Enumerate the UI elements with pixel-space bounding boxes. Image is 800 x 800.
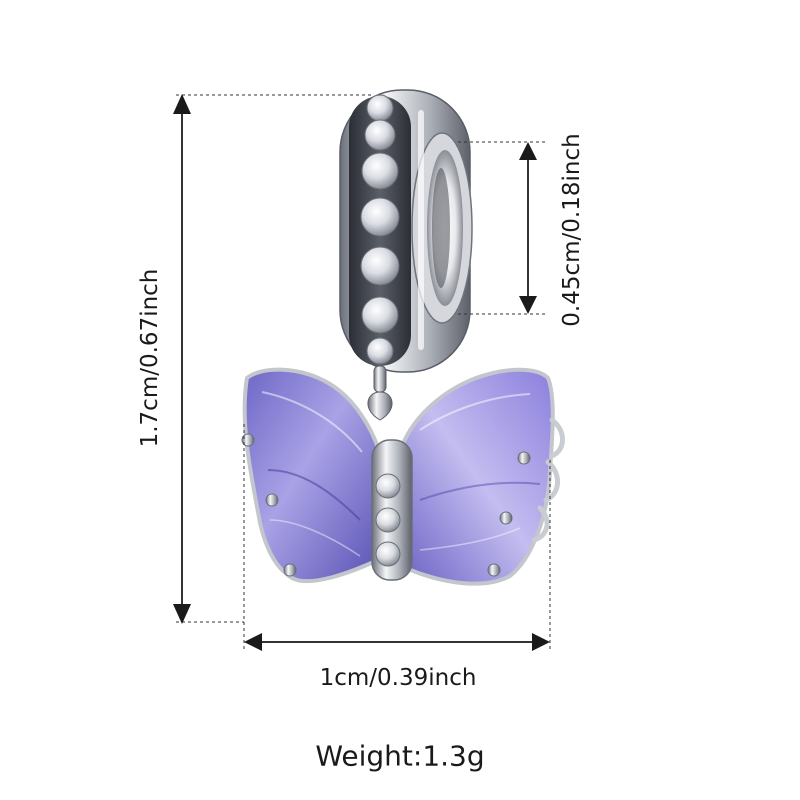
dimension-lines <box>176 94 551 652</box>
wing-prongs <box>241 433 531 577</box>
spacer-bead <box>339 89 473 373</box>
height-dimension-label: 1.7cm/0.67inch <box>137 268 163 448</box>
wing-edge-fins <box>531 417 565 543</box>
inner-diameter-label: 0.45cm/0.18inch <box>559 133 585 327</box>
arrow-left-icon <box>244 633 262 651</box>
weight-label: Weight:1.3g <box>315 739 485 773</box>
bail-connector <box>367 365 393 421</box>
arrow-up-icon <box>173 94 191 114</box>
butterfly-charm <box>241 367 565 586</box>
pave-stones <box>360 94 400 365</box>
body-stones <box>375 473 401 567</box>
arrow-right-icon <box>532 633 550 651</box>
left-wing <box>242 367 380 584</box>
width-dimension-label: 1cm/0.39inch <box>319 665 477 691</box>
arrow-down-icon <box>173 604 191 624</box>
right-wing <box>397 367 555 586</box>
arrow-down-icon <box>519 296 537 314</box>
arrow-up-icon <box>519 142 537 160</box>
